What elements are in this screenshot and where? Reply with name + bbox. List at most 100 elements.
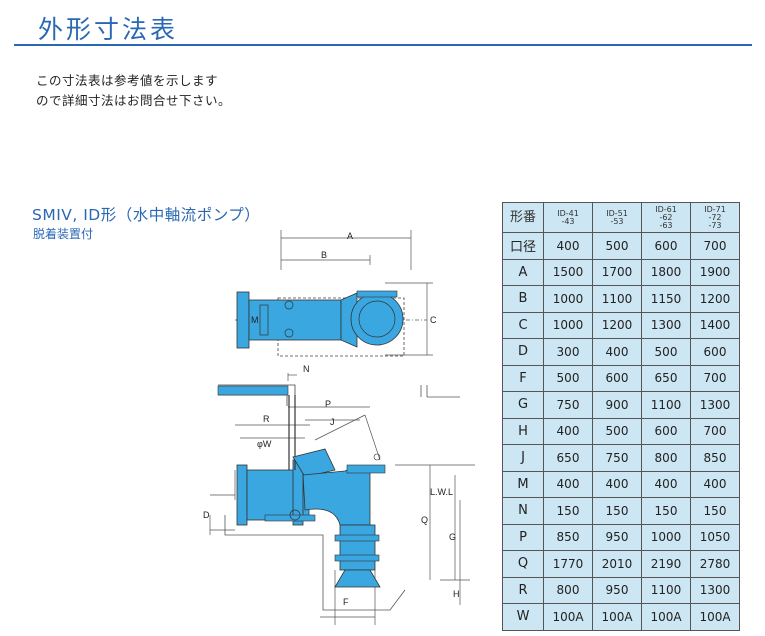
dim-label-G: G — [449, 532, 456, 542]
table-cell: 500 — [592, 417, 642, 445]
model-line: -63 — [659, 220, 673, 230]
table-cell: 150 — [690, 497, 740, 525]
table-cell: 2010 — [592, 550, 642, 578]
dim-label-D: D — [203, 510, 210, 520]
pump-drawing: A B C M — [203, 230, 475, 625]
table-cell: 950 — [592, 576, 642, 604]
row-label: Q — [502, 550, 544, 578]
table-cell: 400 — [690, 470, 740, 498]
dim-label-H: H — [453, 589, 460, 599]
table-cell: 2780 — [690, 550, 740, 578]
section-subtitle-2: 脱着装置付 — [33, 227, 94, 241]
row-label: J — [502, 444, 544, 472]
model-line: -62 — [659, 212, 673, 222]
row-label: R — [502, 576, 544, 604]
table-cell: 100A — [641, 603, 691, 631]
table-cell: 1800 — [641, 258, 691, 286]
table-cell: 400 — [543, 417, 593, 445]
model-line: ID-41 — [557, 208, 579, 218]
dim-label-Q: Q — [421, 515, 428, 525]
table-cell: 1300 — [690, 391, 740, 419]
model-line: -53 — [610, 216, 624, 226]
table-cell: 950 — [592, 523, 642, 551]
row-label: 口径 — [502, 232, 544, 260]
table-cell: 1050 — [690, 523, 740, 551]
table-cell: 700 — [690, 417, 740, 445]
table-cell: 800 — [641, 444, 691, 472]
dim-label-C: C — [430, 315, 437, 325]
table-cell: 400 — [543, 470, 593, 498]
note-line-1: この寸法表は参考値を示します — [36, 73, 219, 88]
title-rule — [14, 44, 752, 46]
table-cell: 850 — [543, 523, 593, 551]
table-cell: 900 — [592, 391, 642, 419]
table-cell: 600 — [641, 417, 691, 445]
section-subtitle: SMIV, ID形（水中軸流ポンプ） — [32, 206, 261, 224]
table-cell: 1500 — [543, 258, 593, 286]
table-cell: 400 — [641, 470, 691, 498]
table-cell: 600 — [592, 364, 642, 392]
table-cell: 400 — [543, 232, 593, 260]
table-cell: 1200 — [592, 311, 642, 339]
dim-label-LWL: L.W.L — [430, 487, 453, 497]
table-header-row: 形番 ID-41-43 ID-51-53 ID-61-62-63 ID-71-7… — [502, 202, 740, 233]
model-line: ID-61 — [655, 204, 677, 214]
table-cell: 1300 — [690, 576, 740, 604]
table-cell: 650 — [641, 364, 691, 392]
table-cell: 1100 — [641, 391, 691, 419]
dim-label-J: J — [330, 417, 335, 427]
model-col-4: ID-71-72-73 — [690, 202, 740, 233]
row-label: D — [502, 338, 544, 366]
table-cell: 100A — [690, 603, 740, 631]
table-cell: 750 — [543, 391, 593, 419]
table-cell: 800 — [543, 576, 593, 604]
row-label: H — [502, 417, 544, 445]
model-line: -43 — [561, 216, 575, 226]
table-cell: 400 — [592, 470, 642, 498]
table-cell: 1400 — [690, 311, 740, 339]
model-col-2: ID-51-53 — [592, 202, 642, 233]
model-line: ID-71 — [704, 204, 726, 214]
row-label: G — [502, 391, 544, 419]
table-cell: 500 — [543, 364, 593, 392]
table-cell: 150 — [592, 497, 642, 525]
table-cell: 100A — [543, 603, 593, 631]
table-cell: 150 — [641, 497, 691, 525]
model-line: ID-51 — [606, 208, 628, 218]
dim-label-A: A — [347, 231, 353, 241]
model-col-3: ID-61-62-63 — [641, 202, 691, 233]
dim-label-N: N — [303, 364, 310, 374]
table-cell: 150 — [543, 497, 593, 525]
dim-label-W: φW — [257, 439, 272, 449]
dim-label-P: P — [325, 399, 331, 409]
dim-label-B: B — [321, 250, 327, 260]
row-label: M — [502, 470, 544, 498]
table-cell: 850 — [690, 444, 740, 472]
page-title: 外形寸法表 — [38, 15, 179, 44]
table-cell: 500 — [592, 232, 642, 260]
table-cell: 1000 — [543, 311, 593, 339]
row-label: W — [502, 603, 544, 631]
row-label: P — [502, 523, 544, 551]
row-label: N — [502, 497, 544, 525]
table-cell: 300 — [543, 338, 593, 366]
table-cell: 400 — [592, 338, 642, 366]
table-cell: 1200 — [690, 285, 740, 313]
table-cell: 1300 — [641, 311, 691, 339]
table-cell: 700 — [690, 364, 740, 392]
table-cell: 1900 — [690, 258, 740, 286]
table-cell: 750 — [592, 444, 642, 472]
